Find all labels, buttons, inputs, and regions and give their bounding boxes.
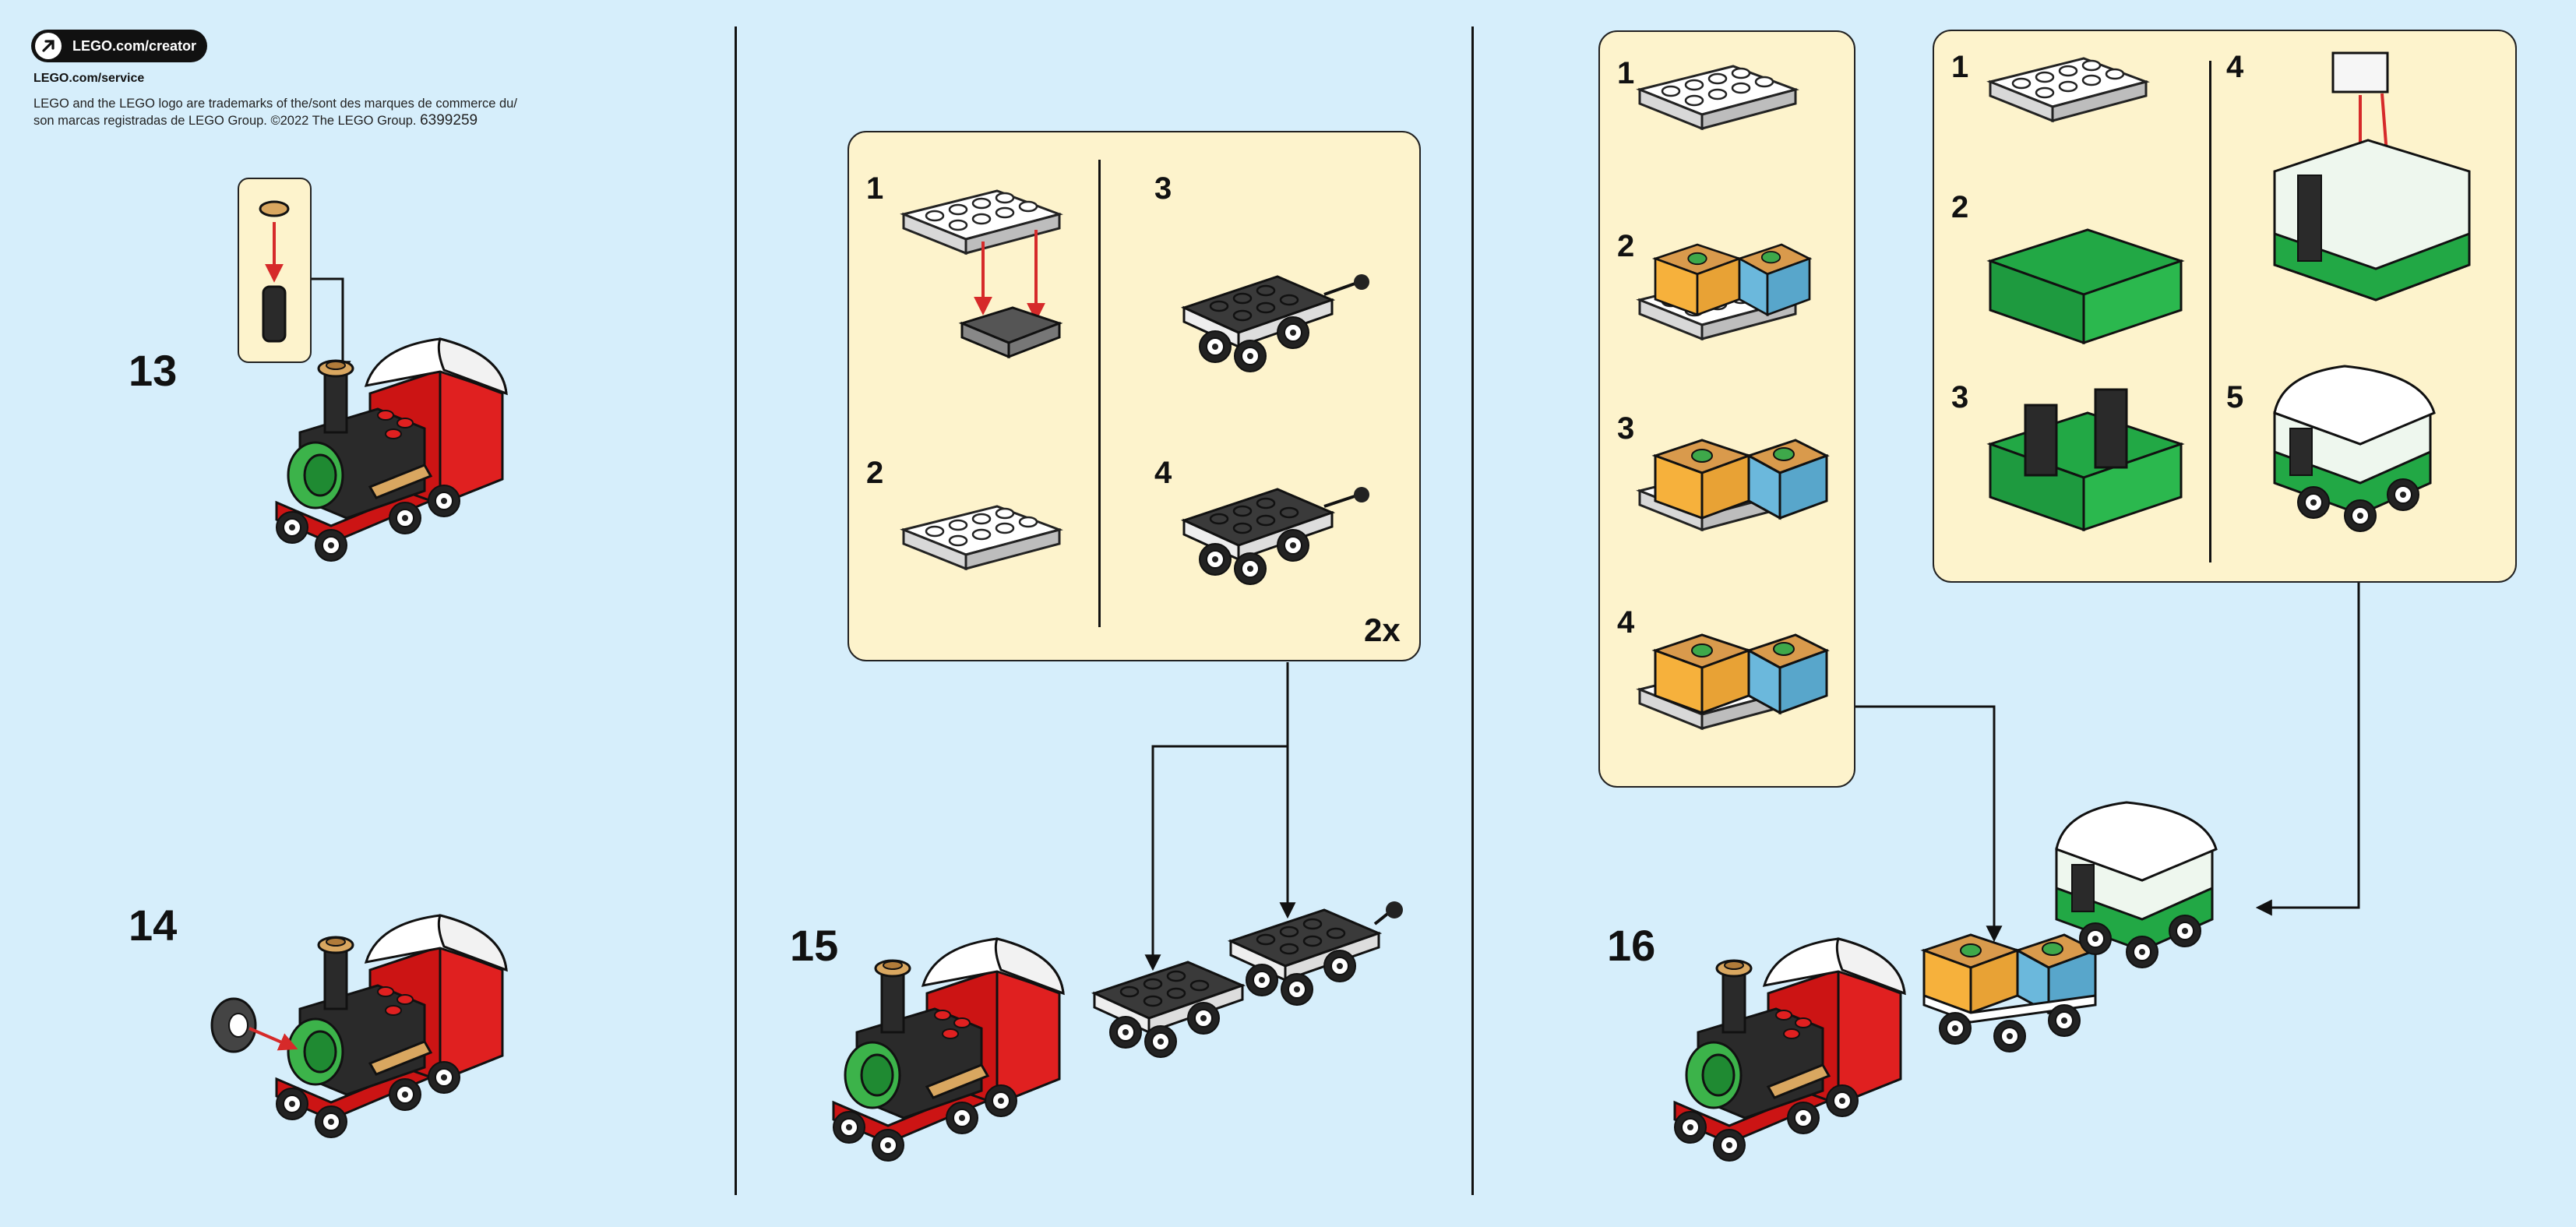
substep-16a-1: 1: [1617, 56, 1635, 90]
panel-divider: [2209, 61, 2211, 562]
wagon-icon: [1231, 910, 1379, 1005]
step-number-15: 15: [790, 921, 839, 970]
step-number-14: 14: [129, 901, 178, 950]
substep-15-2: 2: [866, 456, 884, 490]
substep-16a-4: 4: [1617, 605, 1635, 640]
panel16a-2: [1638, 243, 1811, 340]
train-engine-icon: [277, 339, 506, 561]
substep-16b-4: 4: [2226, 50, 2244, 84]
substep-16b-3: 3: [1951, 380, 1969, 414]
train-engine-icon: [833, 939, 1063, 1161]
substep-15-4: 4: [1154, 456, 1172, 490]
panel16b-3: [1986, 388, 2185, 532]
substep-16b-2: 2: [1951, 190, 1969, 224]
substep-16b-1: 1: [1951, 50, 1969, 84]
panel16b-4: [2273, 51, 2471, 301]
panel16b-2: [1986, 228, 2185, 345]
train-engine-icon: [277, 915, 506, 1137]
step-number-16: 16: [1607, 921, 1656, 970]
panel15-4: [1184, 487, 1369, 584]
service-link[interactable]: LEGO.com/service: [33, 72, 145, 85]
panel-divider: [1098, 160, 1101, 627]
step-number-13: 13: [129, 346, 178, 395]
multiplier-2x: 2x: [1364, 612, 1401, 648]
panel16a-3: [1638, 439, 1828, 531]
panel15-2: [902, 505, 1061, 570]
panel16b-5: [2275, 366, 2434, 531]
wagon-icon: [2056, 802, 2216, 968]
panel16a-4: [1638, 633, 1828, 730]
legal-text: LEGO and the LEGO logo are trademarks of…: [33, 95, 625, 129]
column-divider: [735, 26, 737, 1195]
legal-line-1: LEGO and the LEGO logo are trademarks of…: [33, 97, 517, 111]
callout-13-parts: [259, 200, 290, 343]
panel15-3: [1184, 274, 1369, 372]
panel15-1: [902, 189, 1063, 359]
column-divider: [1471, 26, 1474, 1195]
train-engine-icon: [1675, 939, 1905, 1161]
wagon-icon: [1094, 962, 1242, 1057]
creator-link[interactable]: LEGO.com/creator: [31, 30, 207, 62]
legal-line-2: son marcas registradas de LEGO Group. ©2…: [33, 114, 417, 128]
substep-16b-5: 5: [2226, 380, 2244, 414]
wagon-icon: [1922, 933, 2097, 1052]
substep-16a-3: 3: [1617, 411, 1635, 446]
wheel-part: [210, 997, 298, 1053]
set-number: 6399259: [420, 112, 478, 129]
substep-16a-2: 2: [1617, 229, 1635, 263]
substep-15-3: 3: [1154, 171, 1172, 206]
creator-link-label: LEGO.com/creator: [72, 37, 197, 54]
substep-15-1: 1: [866, 171, 884, 206]
arrow-icon: [35, 33, 62, 59]
